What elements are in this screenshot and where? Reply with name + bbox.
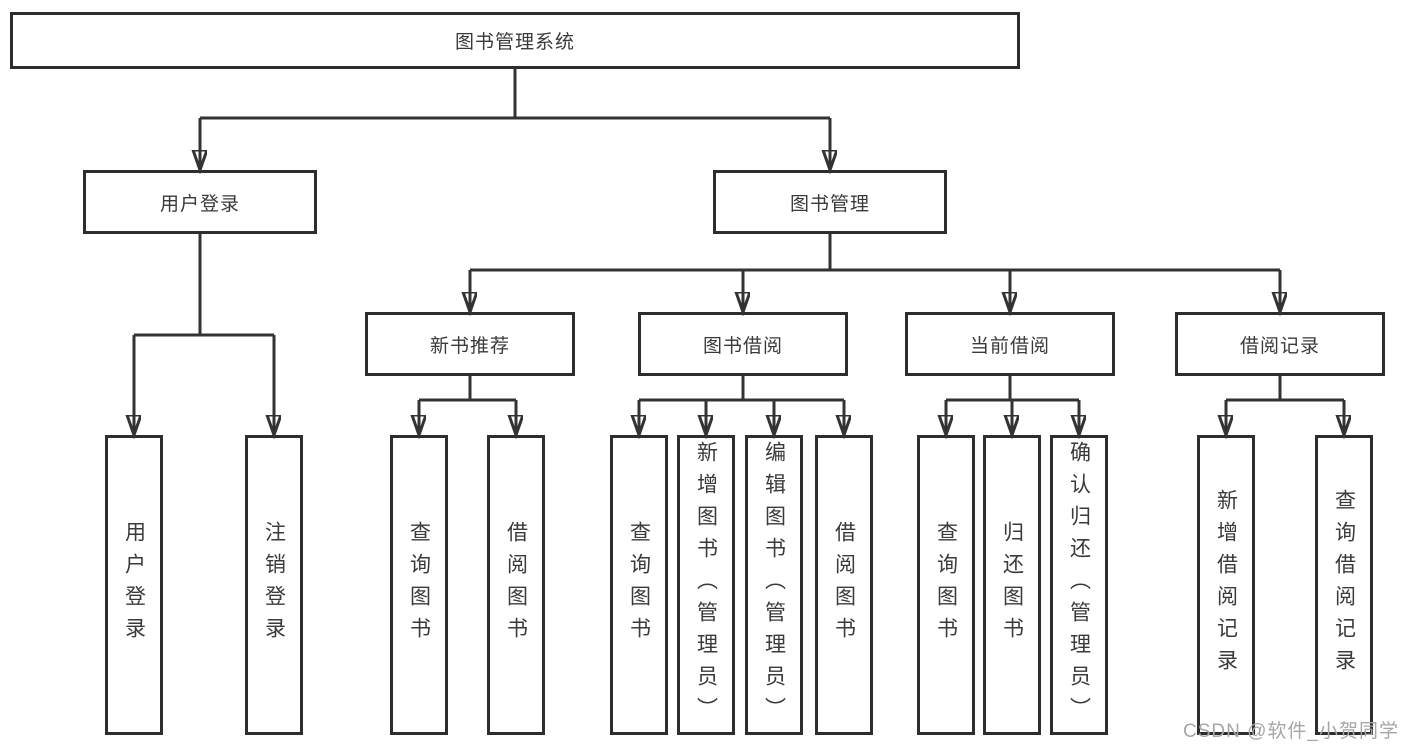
leaf-query-books-3: 查询图书 [917, 435, 975, 735]
node-user-login: 用户登录 [83, 170, 317, 234]
leaf-label: 用户登录 [122, 521, 146, 649]
leaf-label: 归还图书 [1000, 521, 1024, 649]
leaf-label: 编辑图书（管理员） [762, 441, 786, 729]
leaf-add-book-admin: 新增图书（管理员） [677, 435, 735, 735]
connector-bookmgmt-bus [470, 234, 1280, 272]
leaf-query-books-2: 查询图书 [610, 435, 668, 735]
connector-bookborrow-bus [639, 376, 844, 402]
leaf-label: 新增借阅记录 [1214, 489, 1238, 681]
leaf-add-borrow-record: 新增借阅记录 [1197, 435, 1255, 735]
node-label: 用户登录 [159, 193, 240, 215]
node-book-management: 图书管理 [713, 170, 947, 234]
connector-currentborrow-bus [946, 376, 1079, 402]
leaf-label: 借阅图书 [504, 521, 528, 649]
connector-newbook-bus [419, 376, 516, 402]
leaf-borrow-books-1: 借阅图书 [487, 435, 545, 735]
node-book-borrow: 图书借阅 [638, 312, 848, 376]
leaf-logout: 注销登录 [245, 435, 303, 735]
leaf-user-login: 用户登录 [105, 435, 163, 735]
leaf-query-borrow-record: 查询借阅记录 [1315, 435, 1373, 735]
node-label: 借阅记录 [1239, 335, 1320, 357]
connector-borrowrecord-bus [1226, 376, 1344, 402]
leaf-edit-book-admin: 编辑图书（管理员） [745, 435, 803, 735]
leaf-borrow-books-2: 借阅图书 [815, 435, 873, 735]
leaf-label: 查询图书 [627, 521, 651, 649]
node-label: 新书推荐 [429, 335, 510, 357]
node-new-book-recommend: 新书推荐 [365, 312, 575, 376]
leaf-label: 查询借阅记录 [1332, 489, 1356, 681]
connector-root-bus [200, 69, 830, 120]
node-label: 图书管理系统 [454, 32, 575, 53]
leaf-label: 查询图书 [407, 521, 431, 649]
node-current-borrow: 当前借阅 [905, 312, 1115, 376]
leaf-label: 注销登录 [262, 521, 286, 649]
leaf-label: 新增图书（管理员） [694, 441, 718, 729]
leaf-label: 确认归还（管理员） [1067, 441, 1091, 729]
connector-userlogin-bus [134, 234, 274, 337]
node-borrow-record: 借阅记录 [1175, 312, 1385, 376]
watermark-csdn: CSDN @软件_小贺同学 [1183, 721, 1399, 742]
node-label: 图书借阅 [702, 335, 783, 357]
leaf-label: 借阅图书 [832, 521, 856, 649]
leaf-return-book: 归还图书 [983, 435, 1041, 735]
node-label: 图书管理 [789, 193, 870, 215]
leaf-confirm-return-admin: 确认归还（管理员） [1050, 435, 1108, 735]
leaf-query-books-1: 查询图书 [390, 435, 448, 735]
node-root-library-system: 图书管理系统 [10, 12, 1020, 69]
leaf-label: 查询图书 [934, 521, 958, 649]
node-label: 当前借阅 [969, 335, 1050, 357]
